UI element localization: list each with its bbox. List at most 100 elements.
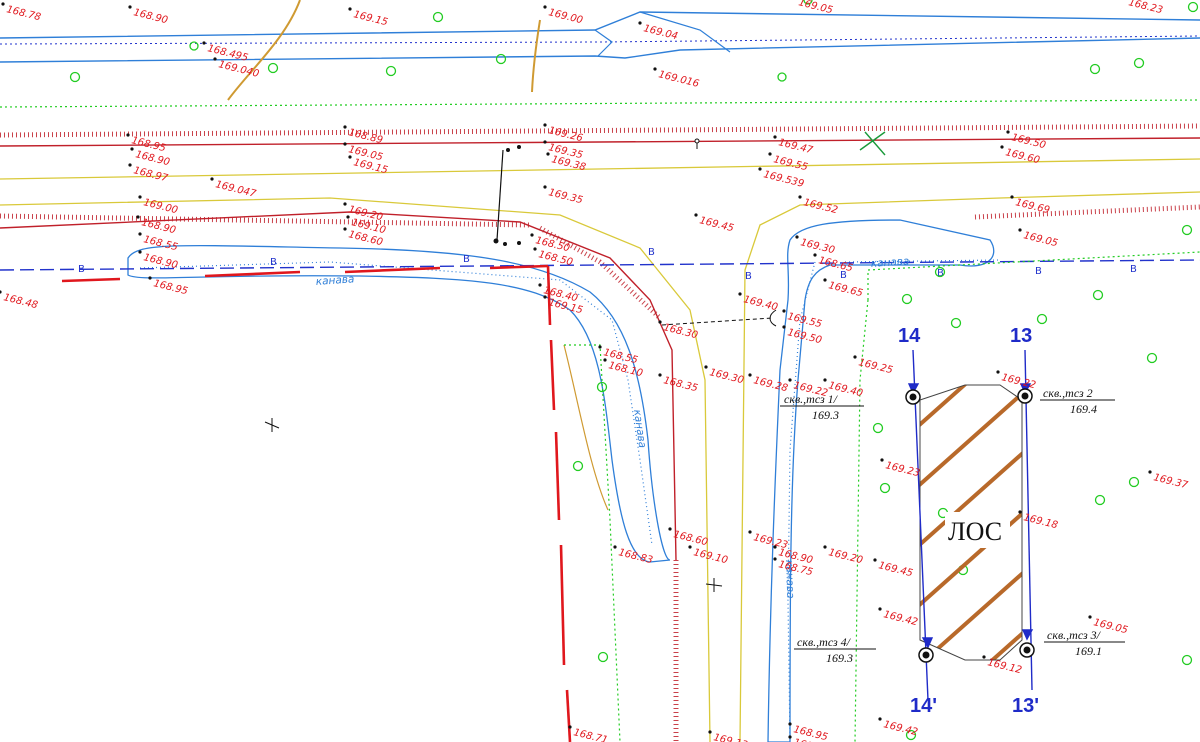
elevation-point — [738, 292, 742, 296]
elevation-point — [704, 365, 708, 369]
elevation-label: 168.83 — [617, 547, 654, 566]
elevation-label: 169.30 — [708, 367, 745, 386]
elevation-point — [530, 233, 534, 237]
svg-text:В: В — [270, 257, 277, 268]
elevation-point — [758, 167, 762, 171]
elevation-label: 169.040 — [217, 59, 260, 80]
section-13-end: 13' — [1012, 695, 1039, 717]
elevation-label: 169.37 — [1152, 472, 1189, 491]
misc-linework — [264, 131, 886, 592]
elevation-point — [788, 735, 792, 739]
elevation-point — [768, 152, 772, 156]
well-3-name: скв.,тсз 3/ — [1047, 628, 1102, 642]
elevation-point — [658, 373, 662, 377]
elevation-point — [773, 135, 777, 139]
elevation-point — [613, 545, 617, 549]
elevation-point — [538, 283, 542, 287]
elevation-label: 168.48 — [2, 292, 39, 311]
elevation-point — [343, 125, 347, 129]
elevation-point — [0, 290, 2, 294]
svg-text:канава: канава — [315, 273, 354, 288]
elevation-label: 169.55 — [772, 154, 809, 173]
elevation-label: 169.016 — [657, 69, 700, 90]
elevation-point — [823, 278, 827, 282]
elevation-point — [148, 276, 152, 280]
svg-text:В: В — [1130, 264, 1137, 275]
water-pipe-line: В В В В В В В В В — [0, 247, 1200, 282]
ditch-labels: канава канава канава канава — [315, 255, 909, 598]
elevation-point — [213, 57, 217, 61]
elevation-point — [873, 558, 877, 562]
elevation-label: 169.047 — [214, 179, 257, 200]
elevation-point — [343, 202, 347, 206]
elevation-point — [543, 295, 547, 299]
well-4-value: 169.3 — [826, 651, 853, 665]
elevation-point — [138, 250, 142, 254]
elevation-point — [138, 232, 142, 236]
elevation-point — [773, 545, 777, 549]
svg-text:В: В — [78, 264, 85, 275]
elevation-label: 169.13 — [712, 732, 749, 742]
elevation-point — [813, 253, 817, 257]
well-marker-2[interactable] — [1017, 388, 1033, 404]
elevation-point — [1088, 615, 1092, 619]
elevation-point — [708, 730, 712, 734]
elevation-point — [543, 185, 547, 189]
elevation-point — [603, 358, 607, 362]
elevation-point — [853, 355, 857, 359]
elevation-label: 168.90 — [132, 7, 169, 26]
elevation-point — [823, 378, 827, 382]
elevation-point — [982, 655, 986, 659]
elevation-point — [343, 227, 347, 231]
elevation-point — [1006, 130, 1010, 134]
well-marker-3[interactable] — [1019, 642, 1035, 658]
elevation-label: 169.00 — [142, 197, 179, 216]
los-facility[interactable]: ЛОС — [880, 300, 1060, 742]
elevation-point — [788, 722, 792, 726]
elevation-label: 169.18 — [1022, 512, 1059, 531]
svg-text:В: В — [648, 247, 655, 258]
elevation-label: 169.65 — [827, 280, 864, 299]
elevation-point — [788, 378, 792, 382]
elevation-point — [823, 545, 827, 549]
svg-text:В: В — [840, 270, 847, 281]
elevation-label: 169.42 — [882, 609, 919, 628]
elevation-point — [1010, 195, 1014, 199]
trees — [69, 0, 1199, 741]
los-label: ЛОС — [948, 517, 1002, 546]
section-line-14[interactable]: 14 14' — [898, 325, 937, 717]
well-marker-1[interactable] — [905, 389, 921, 405]
elevation-point — [668, 527, 672, 531]
well-2-value: 169.4 — [1070, 402, 1097, 416]
elevation-point — [798, 195, 802, 199]
elevation-point — [130, 147, 134, 151]
elevation-label: 169.12 — [986, 657, 1023, 676]
elevation-point — [1000, 145, 1004, 149]
elevation-point — [343, 142, 347, 146]
elevation-label: 169.05 — [1022, 230, 1059, 249]
elevation-point — [546, 152, 550, 156]
section-line-13[interactable]: 13 13' — [1010, 325, 1039, 717]
elevation-point — [782, 309, 786, 313]
svg-text:В: В — [463, 254, 470, 265]
elevation-point — [346, 215, 350, 219]
elevation-point — [543, 5, 547, 9]
elevation-label: 168.60 — [672, 529, 709, 548]
elevation-label: 169.52 — [802, 197, 839, 216]
elevation-point — [795, 235, 799, 239]
elevation-label: 168.35 — [662, 375, 699, 394]
elevation-label: 168.71 — [572, 727, 609, 742]
elevation-point — [210, 177, 214, 181]
elevation-point — [748, 530, 752, 534]
elevation-label: 169.40 — [742, 294, 779, 313]
section-14-start: 14 — [898, 325, 921, 347]
elevation-point — [348, 7, 352, 11]
elevation-point — [880, 458, 884, 462]
elevation-label: 169.30 — [799, 237, 836, 256]
svg-text:канава: канава — [631, 409, 648, 449]
green-boundary — [564, 251, 1200, 742]
wells[interactable]: скв.,тсз 1/ 169.3 скв.,тсз 2 169.4 скв.,… — [780, 386, 1125, 665]
section-13-start: 13 — [1010, 325, 1032, 347]
well-marker-4[interactable] — [918, 647, 934, 663]
